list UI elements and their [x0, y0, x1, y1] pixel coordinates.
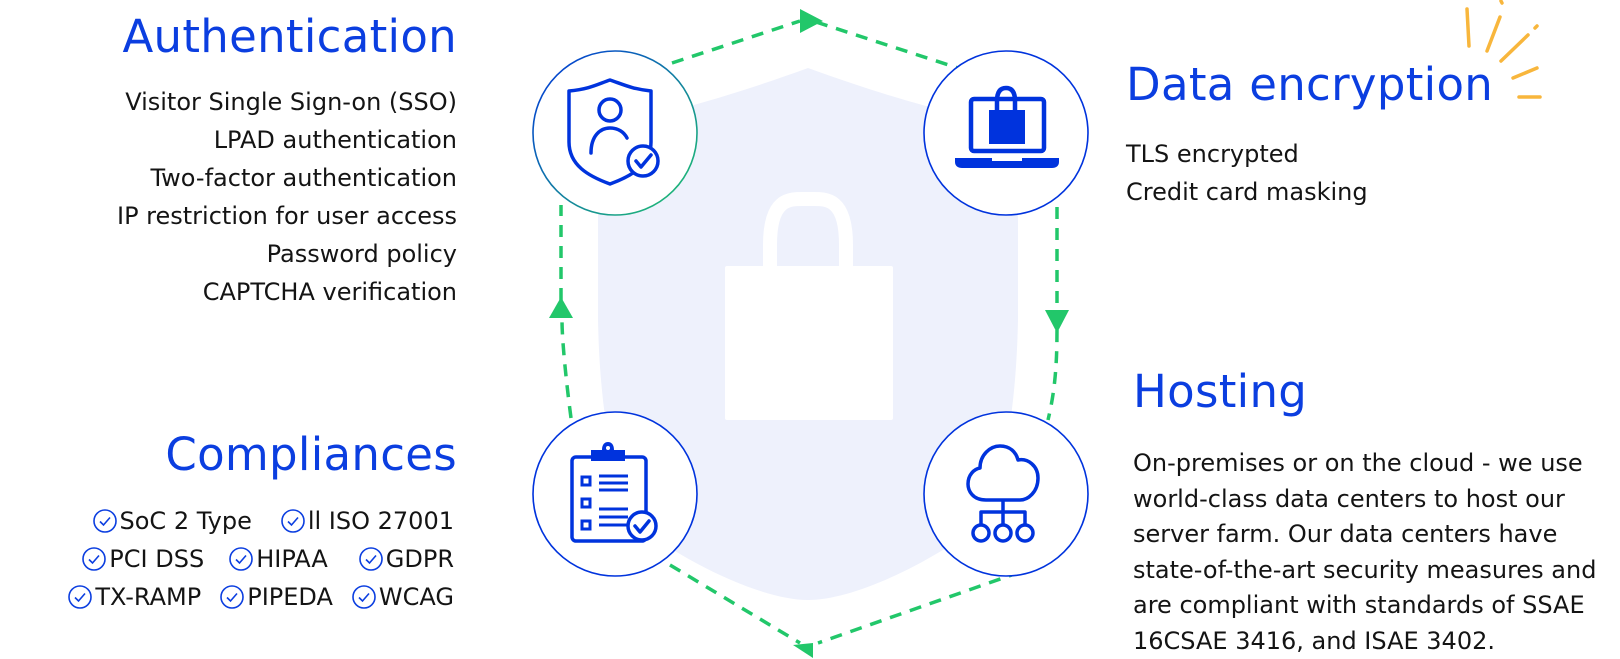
circle-check-icon: [68, 585, 93, 609]
compliance-row: TX-RAMP PIPEDA WCAG: [67, 578, 454, 616]
data-encryption-item: TLS encrypted: [1126, 140, 1299, 168]
compliance-circle: [532, 411, 698, 577]
sparkle-decoration-icon: [1465, 0, 1542, 99]
hosting-circle: [923, 411, 1089, 577]
authentication-item: Password policy: [266, 240, 457, 268]
compliance-item: HIPAA: [228, 545, 328, 573]
laptop-lock-icon: [955, 85, 1059, 168]
hosting-line: state-of-the-art security measures and: [1133, 555, 1597, 584]
cloud-network-icon: [966, 444, 1040, 543]
authentication-circle: [532, 50, 698, 216]
circle-check-icon: [281, 509, 305, 533]
compliance-item: PCI DSS: [81, 545, 204, 573]
arrow-down-icon: [1045, 310, 1069, 333]
circle-check-icon: [82, 547, 107, 571]
circle-check-icon: [92, 509, 117, 533]
compliance-item: SoC 2 Type: [92, 507, 252, 535]
hosting-description: On-premises or on the cloud - we use wor…: [1133, 446, 1613, 659]
compliances-list: SoC 2 Type ll ISO 27001 PCI DSS HIPAA GD…: [67, 502, 454, 616]
hosting-heading: Hosting: [1133, 365, 1308, 418]
arrow-right-icon: [800, 9, 823, 33]
compliance-row: SoC 2 Type ll ISO 27001: [67, 502, 454, 540]
compliance-item: WCAG: [351, 583, 454, 611]
flow-arrows: [559, 19, 1059, 645]
hosting-line: On-premises or on the cloud - we use: [1133, 449, 1583, 477]
authentication-list: Visitor Single Sign-on (SSO) LPAD authen…: [117, 83, 457, 311]
authentication-heading: Authentication: [122, 10, 457, 63]
authentication-item: Two-factor authentication: [150, 164, 457, 192]
clipboard-checklist-icon: [570, 442, 658, 543]
arrow-left-icon: [793, 643, 813, 658]
authentication-item: Visitor Single Sign-on (SSO): [125, 88, 457, 116]
circle-check-icon: [220, 585, 245, 609]
compliance-item: GDPR: [358, 545, 454, 573]
hosting-line: 16CSAE 3416, and ISAE 3402.: [1133, 626, 1495, 655]
shield-user-check-icon: [567, 78, 660, 186]
compliance-item: ll ISO 27001: [280, 507, 454, 535]
data-encryption-list: TLS encrypted Credit card masking: [1126, 135, 1368, 211]
authentication-item: CAPTCHA verification: [202, 278, 457, 306]
compliance-item: PIPEDA: [219, 583, 333, 611]
compliance-item: TX-RAMP: [67, 583, 201, 611]
authentication-item: IP restriction for user access: [116, 202, 457, 230]
hosting-line: are compliant with standards of SSAE: [1133, 591, 1585, 619]
lock-background-icon: [725, 191, 893, 420]
circle-check-icon: [229, 547, 253, 571]
compliances-heading: Compliances: [165, 428, 457, 481]
arrow-up-icon: [549, 297, 573, 318]
authentication-item: LPAD authentication: [213, 126, 457, 154]
circle-check-icon: [352, 585, 376, 609]
data-encryption-item: Credit card masking: [1126, 178, 1368, 206]
compliance-row: PCI DSS HIPAA GDPR: [67, 540, 454, 578]
hosting-line: world-class data centers to host our: [1133, 484, 1565, 513]
data-encryption-heading: Data encryption: [1126, 58, 1494, 111]
hosting-line: server farm. Our data centers have: [1133, 520, 1558, 548]
circle-check-icon: [358, 547, 383, 571]
